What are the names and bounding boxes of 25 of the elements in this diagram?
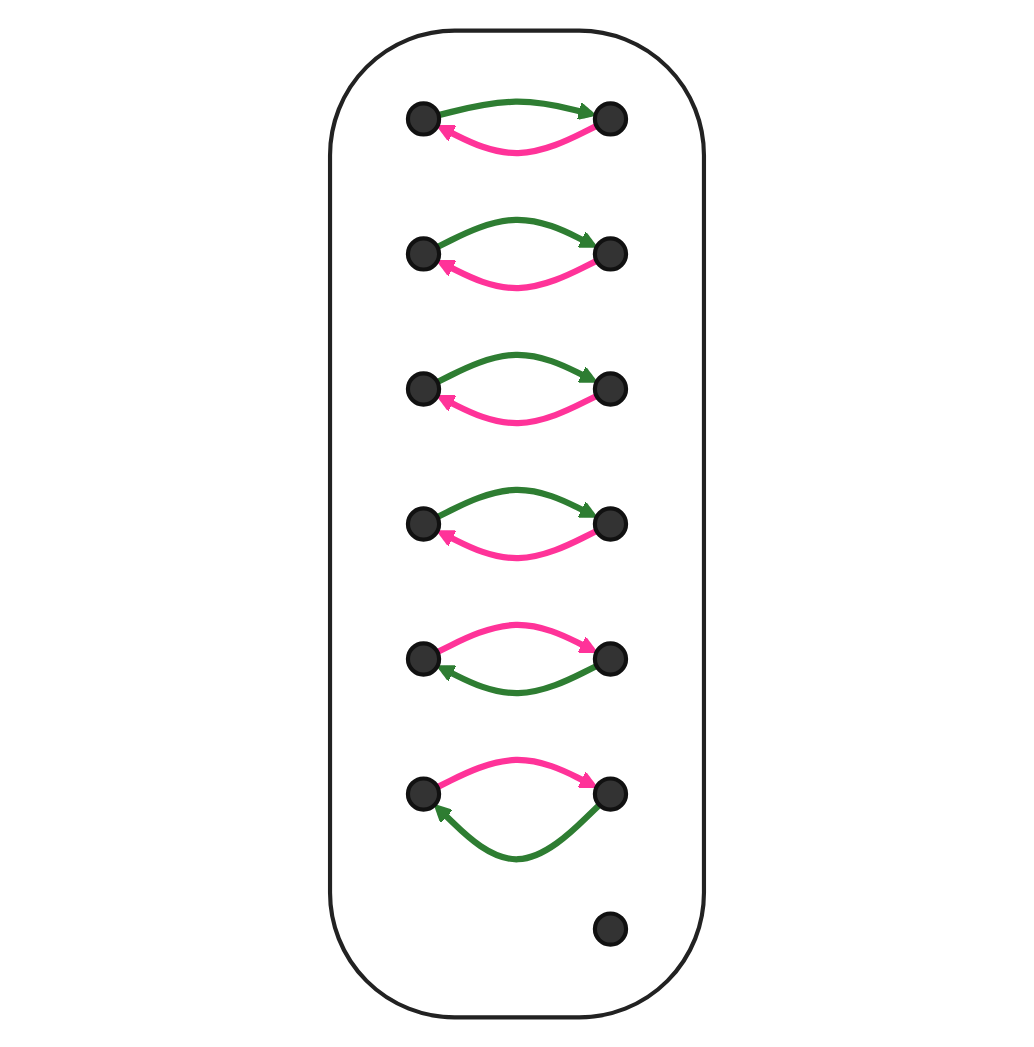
arrow: [436, 122, 598, 156]
arrow: [436, 527, 598, 561]
blob-node: [405, 100, 442, 137]
arrow: [433, 802, 602, 862]
blob-node: [592, 640, 629, 677]
arrow: [436, 621, 598, 655]
arrow: [436, 257, 598, 291]
blob-node: [592, 235, 629, 272]
arrow: [436, 392, 598, 426]
blob-node: [405, 775, 442, 812]
arrow: [436, 216, 598, 250]
blob-node: [592, 775, 629, 812]
blob-node: [592, 370, 629, 407]
blob-node: [405, 235, 442, 272]
blob-node: [592, 910, 629, 947]
blob-node: [405, 370, 442, 407]
arrow: [436, 351, 598, 385]
blob-node: [592, 100, 629, 137]
blob-node: [405, 505, 442, 542]
arrow: [436, 756, 598, 790]
outline-shape: [327, 28, 707, 1019]
arrow: [436, 486, 598, 520]
arrow: [436, 662, 598, 696]
blob-node: [405, 640, 442, 677]
blob-node: [592, 505, 629, 542]
